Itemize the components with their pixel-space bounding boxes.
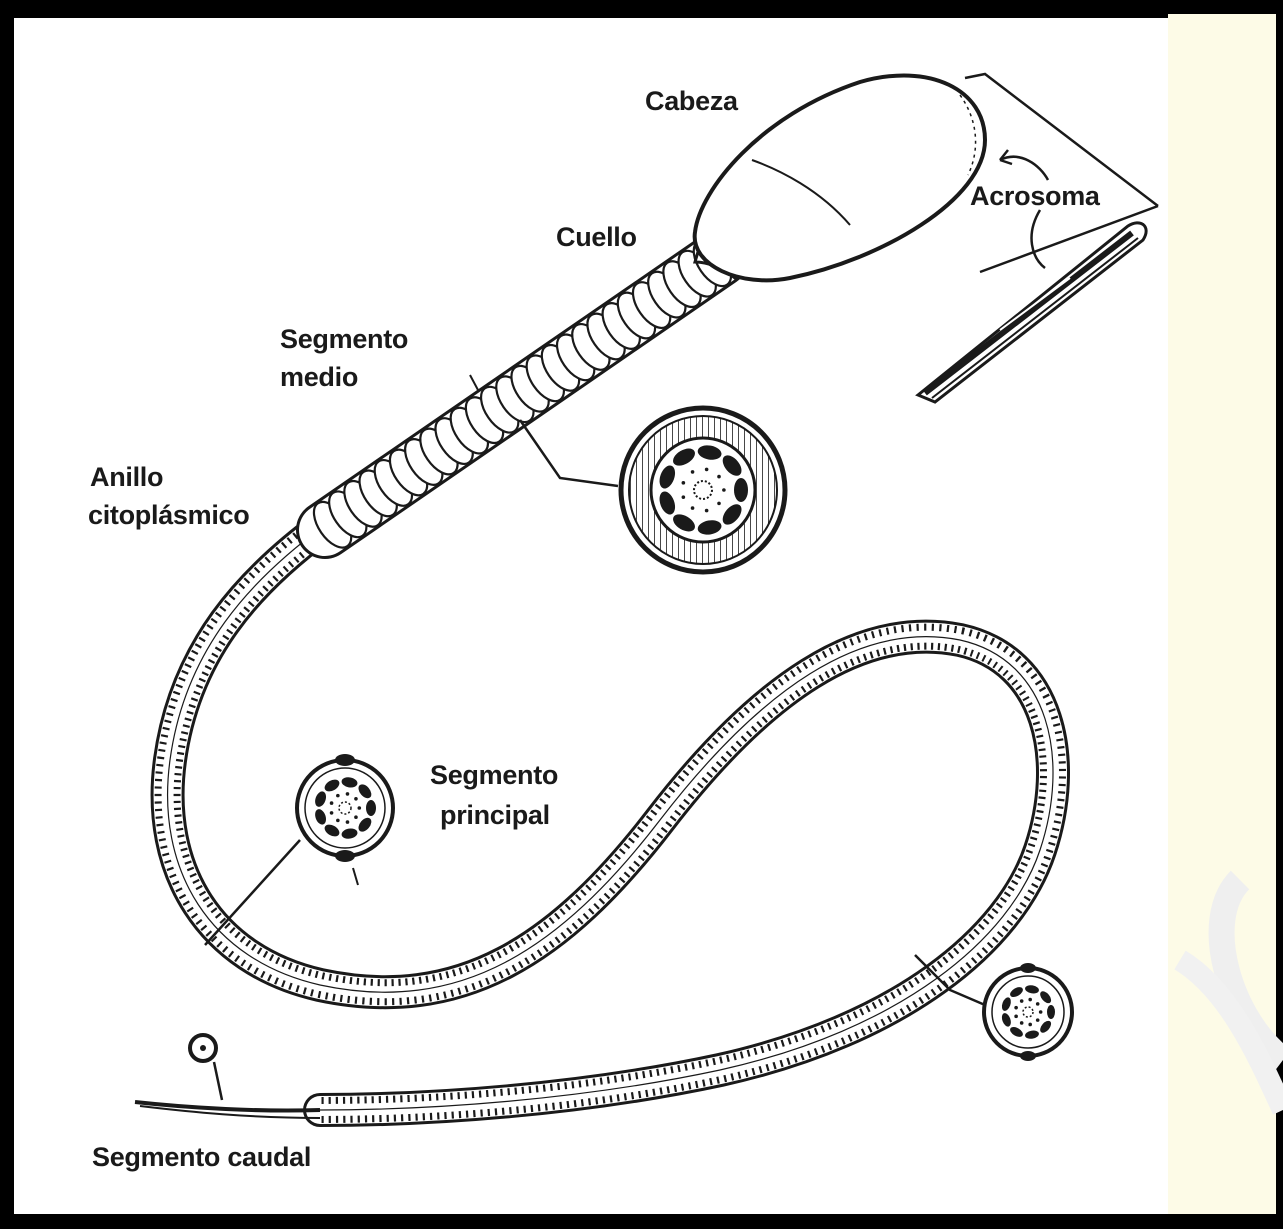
midpiece-cross-section [520, 408, 785, 572]
label-segmento-medio-1: Segmento [280, 324, 408, 354]
label-anillo-2: citoplásmico [88, 500, 249, 530]
label-segmento-medio-2: medio [280, 362, 358, 392]
label-anillo-1: Anillo [90, 462, 163, 492]
head [695, 75, 985, 280]
midpiece-tick [470, 375, 478, 390]
label-segmento-principal-1: Segmento [430, 760, 558, 790]
principal-cross-section [205, 754, 393, 945]
label-cuello: Cuello [556, 222, 637, 252]
label-acrosoma: Acrosoma [970, 181, 1101, 211]
tail-end-piece [135, 1102, 320, 1118]
label-segmento-principal-2: principal [440, 800, 550, 830]
label-cabeza: Cabeza [645, 86, 739, 116]
principal-tick [353, 868, 358, 885]
caudal-cross-section [190, 1035, 222, 1100]
label-segmento-caudal: Segmento caudal [92, 1142, 311, 1172]
